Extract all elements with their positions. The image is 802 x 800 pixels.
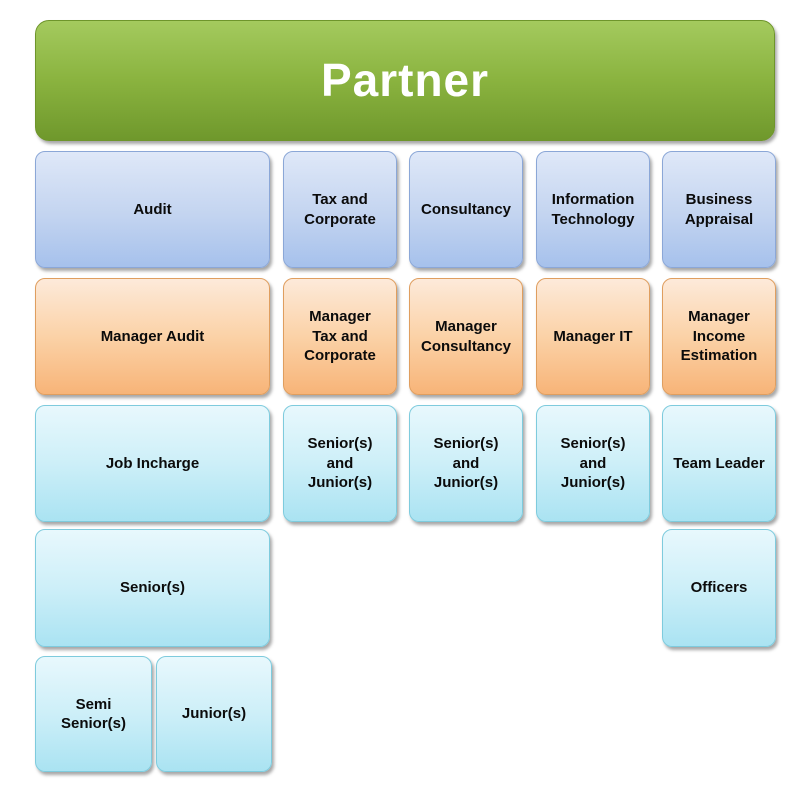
node-tax-and-corporate: Tax and Corporate <box>283 151 397 268</box>
node-juniors: Junior(s) <box>156 656 272 772</box>
node-audit: Audit <box>35 151 270 268</box>
node-seniors: Senior(s) <box>35 529 270 647</box>
node-consultancy: Consultancy <box>409 151 523 268</box>
node-job-incharge: Job Incharge <box>35 405 270 522</box>
node-semi-seniors: Semi Senior(s) <box>35 656 152 772</box>
node-team-leader: Team Leader <box>662 405 776 522</box>
node-information-technology: Information Technology <box>536 151 650 268</box>
node-manager-audit: Manager Audit <box>35 278 270 395</box>
node-partner: Partner <box>35 20 775 141</box>
node-seniors-juniors-consultancy: Senior(s) and Junior(s) <box>409 405 523 522</box>
node-manager-income-estimation: Manager Income Estimation <box>662 278 776 395</box>
node-manager-consultancy: Manager Consultancy <box>409 278 523 395</box>
node-seniors-juniors-it: Senior(s) and Junior(s) <box>536 405 650 522</box>
node-officers: Officers <box>662 529 776 647</box>
node-business-appraisal: Business Appraisal <box>662 151 776 268</box>
node-seniors-juniors-tax: Senior(s) and Junior(s) <box>283 405 397 522</box>
node-manager-it: Manager IT <box>536 278 650 395</box>
node-manager-tax-and-corporate: Manager Tax and Corporate <box>283 278 397 395</box>
